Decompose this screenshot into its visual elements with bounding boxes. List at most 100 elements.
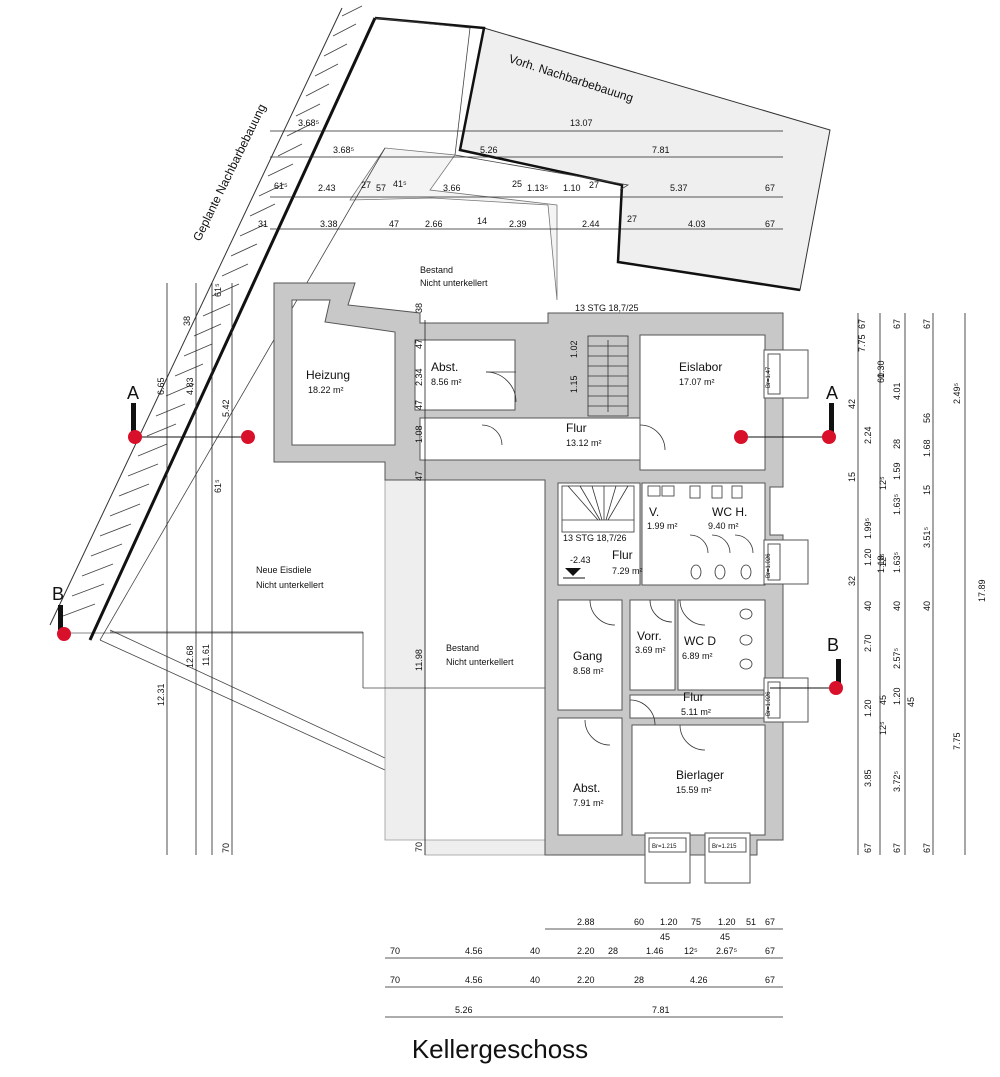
dim-label: 1.15 bbox=[569, 375, 579, 393]
dim-label: 12.68 bbox=[185, 645, 195, 668]
level-label: -2.43 bbox=[570, 555, 591, 565]
room-name: Eislabor bbox=[679, 360, 722, 374]
dim-label: 67 bbox=[765, 917, 775, 927]
dim-label: 40 bbox=[892, 601, 902, 611]
dim-label: 3.38 bbox=[320, 219, 338, 229]
dim-label: 45 bbox=[720, 932, 730, 942]
room-area: 13.12 m² bbox=[566, 438, 602, 448]
bestand-mid-line1: Bestand bbox=[446, 643, 479, 653]
dim-label: 31 bbox=[258, 219, 268, 229]
dim-label: 51 bbox=[746, 917, 756, 927]
dim-label: 15 bbox=[922, 485, 932, 495]
dim-label: 12⁵ bbox=[878, 476, 888, 490]
dim-label: 25 bbox=[512, 179, 522, 189]
dim-label: 70 bbox=[390, 975, 400, 985]
section-a-dot-inner bbox=[734, 430, 748, 444]
dim-label: 70 bbox=[414, 842, 424, 852]
dim-label: 3.68⁵ bbox=[333, 145, 355, 155]
dim-label: 56 bbox=[922, 413, 932, 423]
dim-label: 15 bbox=[847, 472, 857, 482]
window-label: Br=1.47 bbox=[766, 366, 772, 388]
section-a-dot-right bbox=[822, 430, 836, 444]
room-area: 7.29 m² bbox=[612, 566, 643, 576]
stair-label-mid: 13 STG 18,7/26 bbox=[563, 533, 627, 543]
bestand-top-line2: Nicht unterkellert bbox=[420, 278, 488, 288]
dim-label: 1.02 bbox=[569, 340, 579, 358]
dim-label: 60 bbox=[634, 917, 644, 927]
dim-label: 2.43 bbox=[318, 183, 336, 193]
dim-label: 2.34 bbox=[414, 368, 424, 386]
room-name: Flur bbox=[683, 690, 704, 704]
section-a-dot-left bbox=[128, 430, 142, 444]
dim-label: 2.67⁵ bbox=[716, 946, 738, 956]
dim-label: 12⁵ bbox=[878, 721, 888, 735]
dim-label: 75 bbox=[691, 917, 701, 927]
room-name: Vorr. bbox=[637, 629, 662, 643]
room-name: Gang bbox=[573, 649, 602, 663]
window-label: Br=1.026 bbox=[766, 691, 772, 716]
room-area: 1.99 m² bbox=[647, 521, 678, 531]
window-label: Br=1.215 bbox=[652, 844, 677, 850]
dim-label: 38 bbox=[182, 316, 192, 326]
dim-label: 12⁵ bbox=[878, 553, 888, 567]
room-area: 5.11 m² bbox=[681, 707, 711, 717]
dim-label: 2.24 bbox=[863, 426, 873, 444]
dim-label: 70 bbox=[390, 946, 400, 956]
notes: Bestand Nicht unterkellert Bestand Nicht… bbox=[256, 265, 639, 667]
dim-label: 28 bbox=[608, 946, 618, 956]
room-area: 3.69 m² bbox=[635, 645, 666, 655]
dim-label: 67 bbox=[892, 843, 902, 853]
dim-label: 2.70 bbox=[863, 634, 873, 652]
dim-label: 67 bbox=[922, 843, 932, 853]
dim-label: 1.99⁵ bbox=[863, 517, 873, 539]
section-b-label-right: B bbox=[827, 635, 839, 655]
dim-label: 2.20 bbox=[577, 975, 595, 985]
dim-label: 67 bbox=[863, 843, 873, 853]
dim-label: 27 bbox=[627, 214, 637, 224]
dim-label: 40 bbox=[530, 975, 540, 985]
dim-label: 4.26 bbox=[690, 975, 708, 985]
dim-label: 2.49⁵ bbox=[952, 382, 962, 404]
room-area: 15.59 m² bbox=[676, 785, 712, 795]
dim-label: 7.75 bbox=[857, 334, 867, 352]
dims-top: 3.68⁵ 13.07 3.68⁵ 5.26 7.81 61⁵ 2.43 27 … bbox=[258, 118, 775, 229]
dim-label: 17.89 bbox=[977, 579, 987, 602]
room-area: 17.07 m² bbox=[679, 377, 715, 387]
dim-label: 11.98 bbox=[414, 649, 424, 671]
room-name: WC D bbox=[684, 634, 716, 648]
dim-label: 13.07 bbox=[570, 118, 593, 128]
dim-label: 2.44 bbox=[582, 219, 600, 229]
dim-label: 4.83 bbox=[185, 377, 195, 395]
window-label: Br=1.215 bbox=[712, 844, 737, 850]
section-markers: A A B B bbox=[52, 383, 843, 695]
dim-label: 27 bbox=[361, 180, 371, 190]
dim-label: 4.56 bbox=[465, 946, 483, 956]
dim-label: 42 bbox=[847, 399, 857, 409]
walls bbox=[273, 282, 809, 884]
dim-label: 1.63⁵ bbox=[892, 493, 902, 515]
dim-label: 45 bbox=[906, 697, 916, 707]
room-area: 8.56 m² bbox=[431, 377, 462, 387]
dim-label: 1.18 bbox=[876, 555, 886, 573]
dim-label: 3.66 bbox=[443, 183, 461, 193]
dim-label: 1.20 bbox=[718, 917, 736, 927]
room-name: Flur bbox=[612, 548, 633, 562]
dim-label: 45 bbox=[660, 932, 670, 942]
dim-label: 1.30 bbox=[876, 360, 886, 378]
dim-label: 61⁵ bbox=[213, 283, 223, 297]
dim-label: 2.88 bbox=[577, 917, 595, 927]
dim-label: 67 bbox=[857, 319, 867, 329]
window-label: Br=1.026 bbox=[766, 553, 772, 578]
dim-label: 4.56 bbox=[465, 975, 483, 985]
room-area: 7.91 m² bbox=[573, 798, 604, 808]
section-a-label-right: A bbox=[826, 383, 838, 403]
plan-title: Kellergeschoss bbox=[411, 1034, 589, 1064]
room-area: 9.40 m² bbox=[708, 521, 739, 531]
rooms: Heizung 18.22 m² Abst. 8.56 m² Eislabor … bbox=[306, 360, 747, 808]
room-name: Abst. bbox=[431, 360, 458, 374]
dim-label: 67 bbox=[765, 946, 775, 956]
dim-label: 12.31 bbox=[156, 683, 166, 706]
dim-label: 32 bbox=[847, 576, 857, 586]
dims-bottom: 2.88 60 1.20 75 1.20 51 67 45 45 70 4.56… bbox=[390, 917, 775, 1015]
room-name: V. bbox=[649, 505, 659, 519]
